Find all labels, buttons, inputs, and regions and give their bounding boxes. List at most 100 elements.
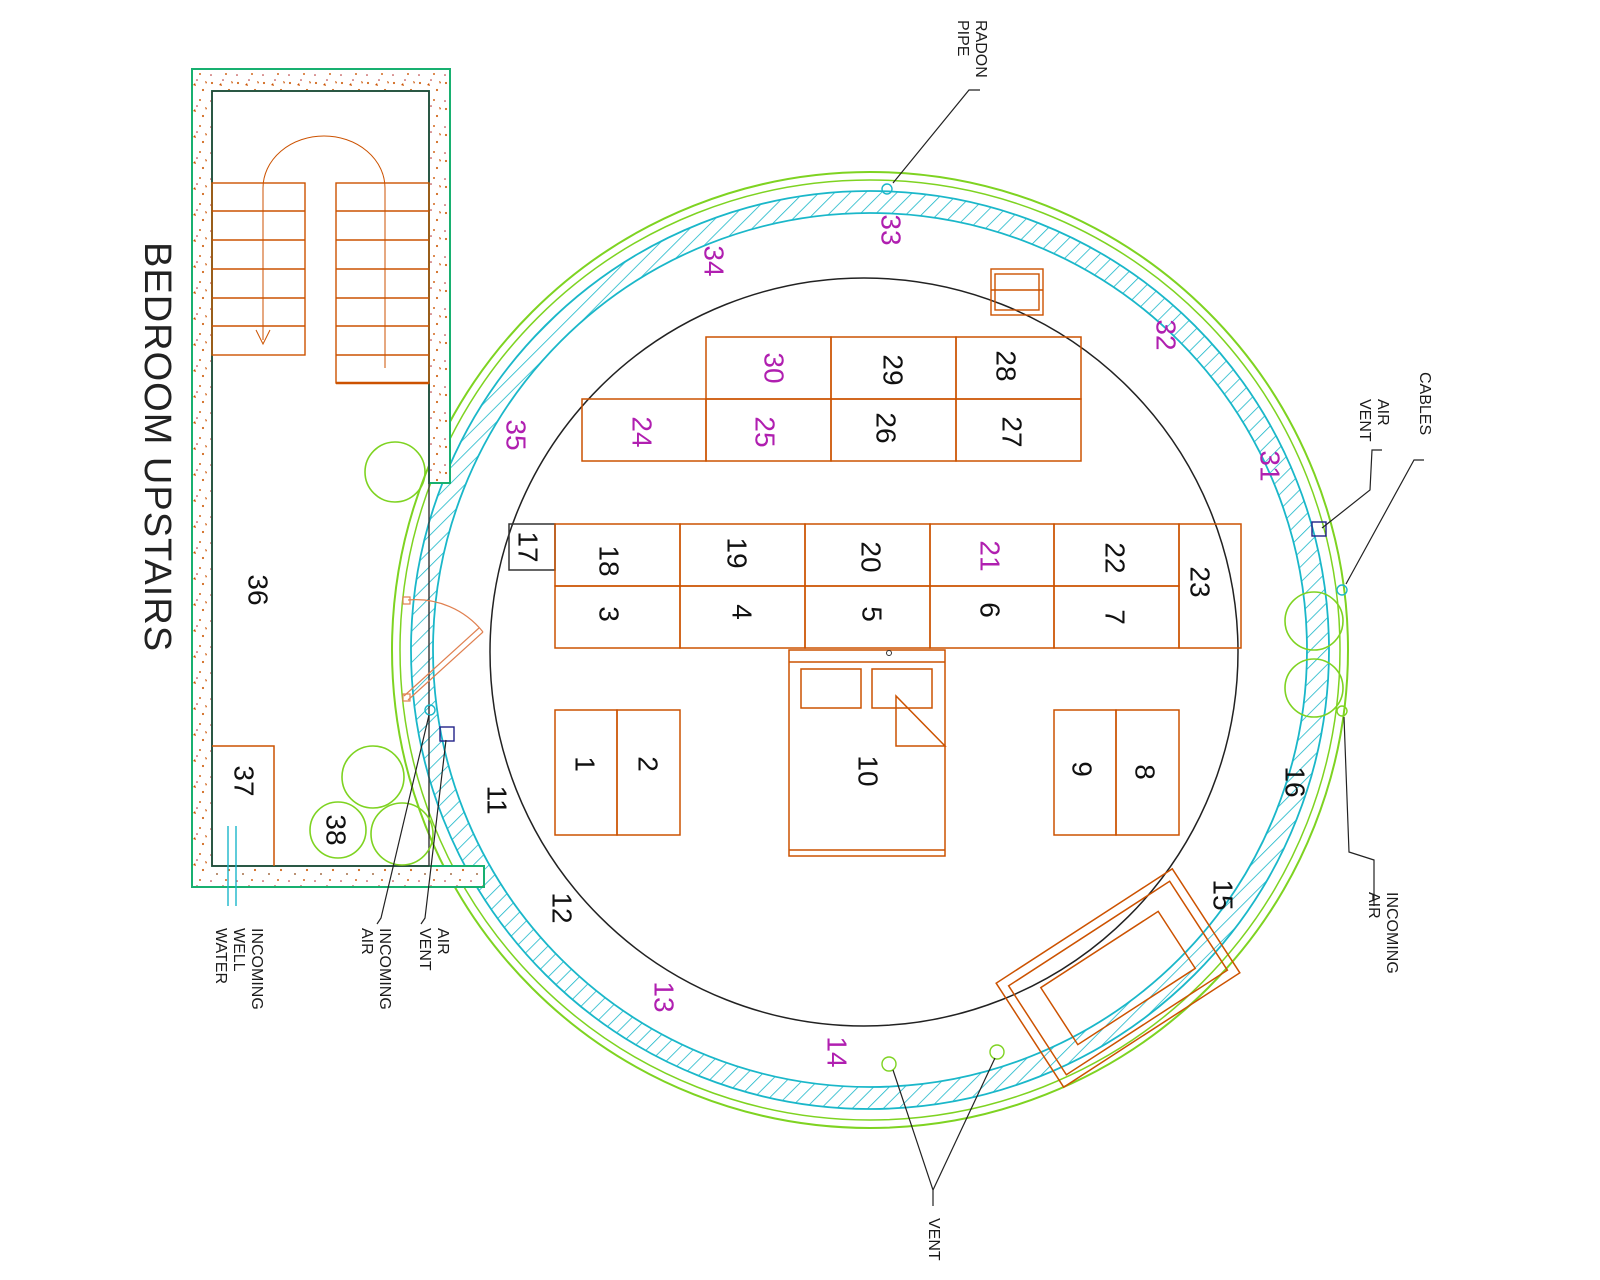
label-31: 31: [1255, 450, 1286, 481]
radon-pipe-marker: [881, 183, 893, 195]
upper-shelving: [581, 336, 1082, 462]
label-36: 36: [243, 574, 274, 605]
well-water-line2: WELL: [230, 928, 247, 972]
label-32: 32: [1151, 319, 1182, 350]
label-3: 3: [594, 606, 625, 622]
chair: [990, 268, 1044, 316]
label-26: 26: [871, 412, 902, 443]
label-27: 27: [997, 416, 1028, 447]
label-12: 12: [547, 892, 578, 923]
label-29: 29: [878, 354, 909, 385]
cabinet-37: [212, 745, 275, 866]
air-vent-right-marker: [1311, 521, 1327, 537]
label-33: 33: [876, 214, 907, 245]
folded-blanket: [895, 694, 947, 747]
band-inner-edge: [432, 212, 1308, 1088]
radon-pipe-line2: PIPE: [954, 20, 971, 56]
label-17: 17: [513, 531, 544, 562]
label-8: 8: [1130, 764, 1161, 780]
plant-near-stairs: [364, 441, 426, 503]
label-10: 10: [853, 755, 884, 786]
label-7: 7: [1100, 609, 1131, 625]
annotation-incoming-air-left: INCOMING AIR: [358, 928, 393, 1010]
incoming-air-right-line2: AIR: [1365, 892, 1382, 919]
label-22: 22: [1100, 542, 1131, 573]
vent-marker-right: [989, 1044, 1005, 1060]
label-38: 38: [321, 814, 352, 845]
cables-text: CABLES: [1416, 372, 1433, 435]
door: [402, 596, 484, 702]
desk[interactable]: [995, 867, 1241, 1089]
plant-38: [309, 801, 367, 859]
outer-green-ring: [391, 171, 1349, 1129]
well-water-line1: INCOMING: [248, 928, 265, 1010]
left-nightstand[interactable]: [554, 709, 681, 836]
label-11: 11: [482, 785, 513, 814]
stairwell-inner-edge: [211, 90, 430, 867]
plant-right-upper: [1284, 591, 1344, 651]
circular-wall: [391, 171, 1349, 1129]
inner-floor-circle: [489, 277, 1239, 1027]
annotation-incoming-well-water: INCOMING WELL WATER: [212, 928, 265, 1010]
air-vent-left-marker: [439, 726, 455, 742]
label-19: 19: [722, 537, 753, 568]
incoming-air-right-line1: INCOMING: [1383, 892, 1400, 974]
label-28: 28: [991, 350, 1022, 381]
cabinet-23[interactable]: [1178, 523, 1242, 649]
label-4: 4: [727, 604, 758, 620]
band-outer-edge: [410, 190, 1330, 1110]
label-21: 21: [975, 540, 1006, 571]
staircase: [211, 135, 430, 385]
bed[interactable]: [788, 649, 947, 857]
leader-lines: [376, 89, 1424, 1206]
label-37: 37: [229, 765, 260, 796]
label-13: 13: [649, 981, 680, 1012]
label-5: 5: [857, 606, 888, 622]
plan-title: BEDROOM UPSTAIRS: [136, 242, 178, 652]
incoming-air-left-line1: INCOMING: [376, 928, 393, 1010]
fixtures: [424, 183, 1348, 1072]
annotation-air-vent-left: AIR VENT: [416, 928, 451, 971]
plant-right-lower: [1284, 658, 1344, 718]
well-water-line3: WATER: [212, 928, 229, 984]
label-9: 9: [1067, 761, 1098, 777]
label-24: 24: [627, 416, 658, 447]
label-1: 1: [570, 756, 601, 772]
annotation-radon-pipe: RADON PIPE: [954, 20, 989, 78]
annotation-incoming-air-right: INCOMING AIR: [1365, 892, 1400, 974]
vent-marker-left: [881, 1056, 897, 1072]
label-6: 6: [975, 602, 1006, 618]
right-nightstand[interactable]: [1053, 709, 1180, 836]
vent-text: VENT: [925, 1218, 942, 1261]
annotation-cables: CABLES: [1416, 372, 1433, 435]
outer-green-ring-inner: [399, 179, 1341, 1121]
incoming-air-left-line2: AIR: [358, 928, 375, 955]
radon-pipe-line1: RADON: [972, 20, 989, 78]
pillow-right: [871, 668, 933, 709]
pillow-left: [800, 668, 862, 709]
incoming-air-left-marker: [424, 704, 436, 716]
number-labels: 1 2 3 4 5 6 7 8 9 10 11 12 13 14 15 16 1…: [229, 214, 1311, 1067]
label-20: 20: [856, 541, 887, 572]
title-text: BEDROOM UPSTAIRS: [136, 242, 178, 652]
label-14: 14: [822, 1036, 853, 1067]
plant-left-lower: [370, 802, 434, 866]
label-35: 35: [501, 419, 532, 450]
label-16: 16: [1280, 766, 1311, 797]
label-30: 30: [759, 352, 790, 383]
plant-left-upper: [341, 745, 405, 809]
air-vent-right-line1: AIR: [1374, 399, 1391, 426]
annotation-air-vent-right: AIR VENT: [1356, 399, 1391, 442]
middle-storage: [508, 523, 1242, 649]
well-water-pipe: [227, 826, 237, 906]
air-vent-right-line2: VENT: [1356, 399, 1373, 442]
stairwell: [191, 68, 485, 906]
label-2: 2: [633, 756, 664, 772]
incoming-air-right-marker: [1336, 705, 1348, 717]
air-vent-left-line2: VENT: [416, 928, 433, 971]
shelf-27[interactable]: [955, 398, 1082, 462]
cables-marker: [1336, 584, 1348, 596]
label-23: 23: [1185, 566, 1216, 597]
plants: [309, 441, 1344, 866]
